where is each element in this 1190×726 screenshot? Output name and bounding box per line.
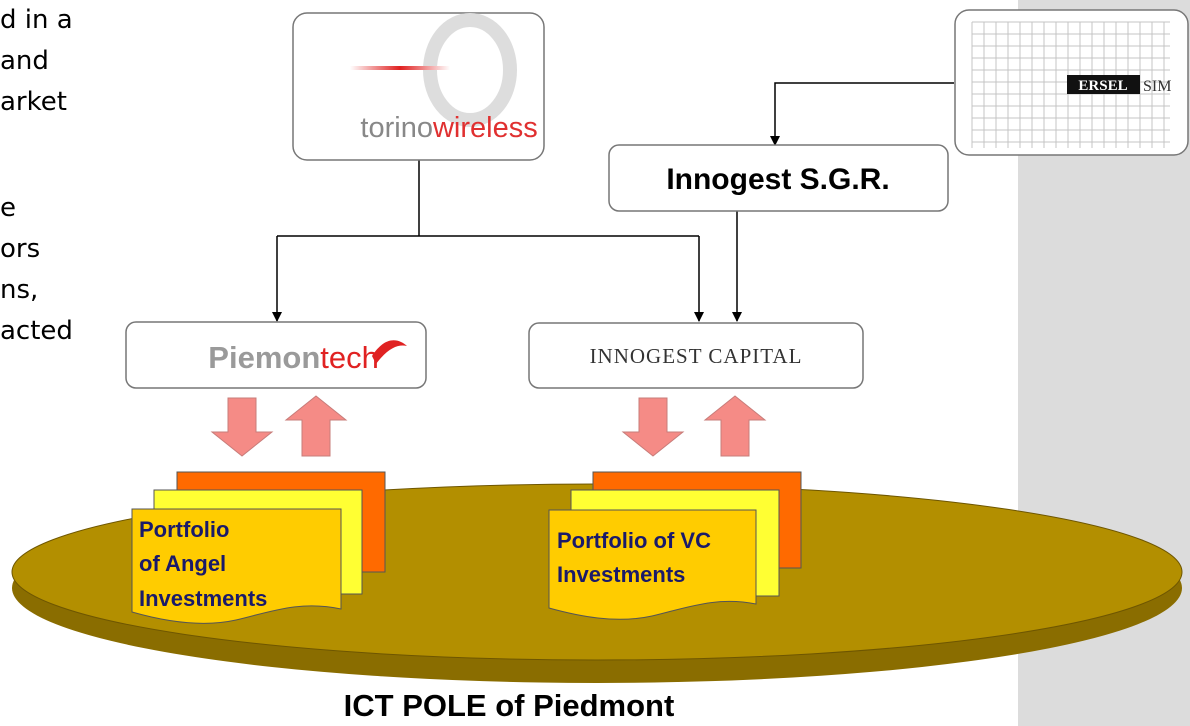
piemontech-swoosh-icon (372, 340, 407, 364)
piemontech-logo-text: Piemontech (148, 340, 422, 375)
side-text-line: ns, (0, 275, 39, 305)
angel-portfolio-stack: Portfolio of Angel Investments (0, 0, 386, 624)
logo-swoosh-icon (350, 66, 450, 70)
up-arrow-icon (703, 395, 767, 457)
vc-portfolio-document (548, 509, 757, 620)
innogest-sgr-box: Innogest S.G.R. (608, 144, 949, 212)
angel-portfolio-document (131, 508, 342, 624)
innogest-sgr-label: Innogest S.G.R. (666, 163, 889, 196)
innogest-capital-label: INNOGEST CAPITAL (590, 344, 803, 368)
block-arrows (210, 395, 767, 457)
down-arrow-icon (621, 397, 685, 457)
side-text-line: d in a (0, 5, 73, 35)
cropped-side-text: d in a and arket e ors ns, acted (0, 0, 160, 352)
connector-lines (272, 82, 954, 322)
piemontech-box: Piemontech (125, 321, 427, 389)
side-text-line: e (0, 193, 16, 223)
diagram-caption: ICT POLE of Piedmont (343, 688, 675, 723)
innogest-capital-box: INNOGEST CAPITAL (528, 322, 864, 389)
angel-portfolio-label: Portfolio of Angel Investments (0, 0, 298, 611)
side-text-line: ors (0, 234, 41, 264)
ersel-sim-box: ERSEL SIM (954, 9, 1189, 156)
ersel-logo-block (1067, 75, 1140, 94)
ersel-sim-text: SIM (1143, 78, 1171, 95)
down-arrow-icon (210, 397, 274, 457)
up-arrow-icon (284, 395, 348, 457)
side-text-line: acted (0, 316, 73, 346)
vc-portfolio-label: Portfolio of VC Investments (557, 528, 711, 587)
side-text-line: and (0, 46, 49, 76)
torinowireless-box: torinowireless (292, 12, 578, 161)
arrow-ersel-to-sgr (770, 82, 954, 146)
side-text-line: arket (0, 87, 67, 117)
vc-portfolio-stack: Portfolio of VC Investments (548, 471, 802, 620)
ersel-logo-text: ERSEL (1078, 78, 1127, 94)
ersel-grid-pattern (971, 21, 1170, 148)
torinowireless-logo-text: torinowireless (304, 112, 578, 144)
